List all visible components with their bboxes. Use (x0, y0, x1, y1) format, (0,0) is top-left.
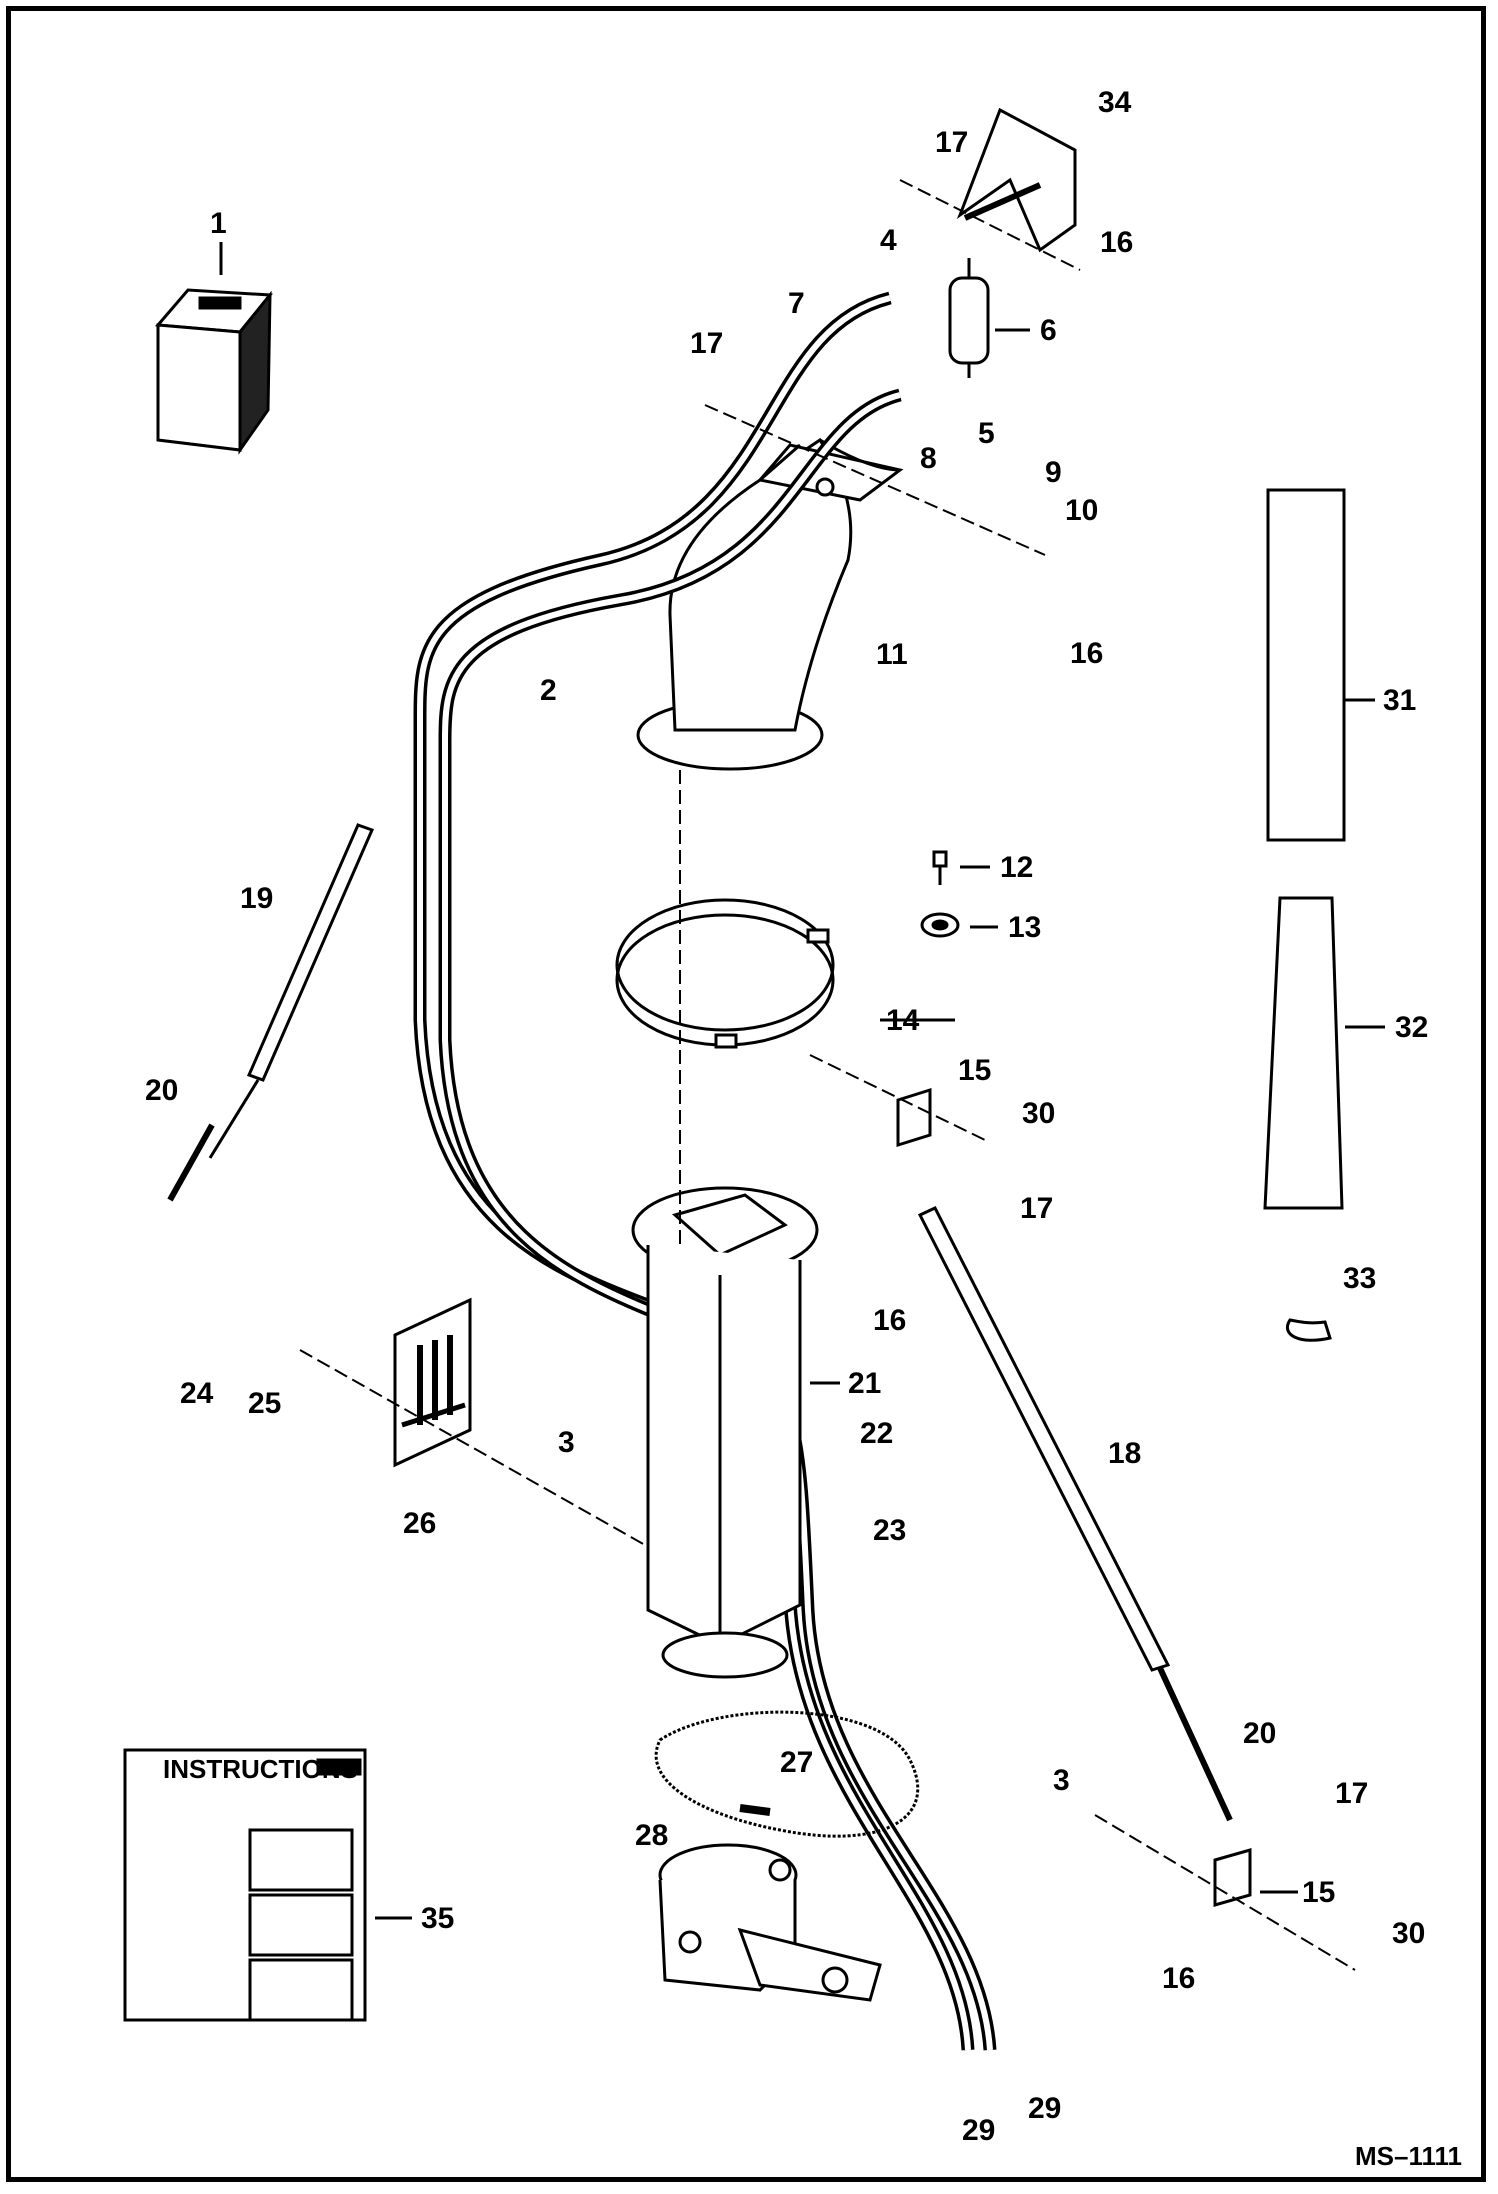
callout-33: 33 (1343, 1262, 1376, 1295)
callout-17: 17 (1020, 1192, 1053, 1225)
callout-3: 3 (1053, 1764, 1070, 1797)
part-27-spring-assembly (654, 1710, 920, 1838)
callout-3: 3 (558, 1426, 575, 1459)
callout-9: 9 (1045, 456, 1062, 489)
callout-18: 18 (1108, 1437, 1141, 1470)
callout-23: 23 (873, 1514, 906, 1547)
callout-16: 16 (1100, 226, 1133, 259)
hydraulic-hoses (413, 291, 997, 2051)
callout-34: 34 (1098, 86, 1132, 119)
diagram-border (6, 6, 1486, 2182)
callout-17: 17 (935, 126, 968, 159)
part-13-roller (920, 912, 960, 938)
callout-29: 29 (962, 2114, 995, 2147)
part-18-cylinder (917, 1206, 1233, 1822)
callout-16: 16 (873, 1304, 906, 1337)
callout-31: 31 (1383, 684, 1416, 717)
callout-25: 25 (248, 1387, 281, 1420)
part-35-instruction-sheet (123, 1748, 367, 2022)
callout-21: 21 (848, 1367, 881, 1400)
part-31-shield (1266, 488, 1346, 842)
callout-5: 5 (978, 417, 995, 450)
part-32-shield (1263, 896, 1344, 1210)
part-6-cylinder (948, 258, 990, 378)
part-26-control-panel (393, 1297, 472, 1468)
part-19-cylinder (167, 823, 375, 1202)
callout-17: 17 (690, 327, 723, 360)
callout-27: 27 (780, 1746, 813, 1779)
callout-26: 26 (403, 1507, 436, 1540)
part-34-deflector-bracket (956, 107, 1077, 253)
callout-32: 32 (1395, 1011, 1428, 1044)
callout-16: 16 (1162, 1962, 1195, 1995)
callout-20: 20 (145, 1074, 178, 1107)
part-14-chute-ring (615, 898, 835, 1049)
callout-8: 8 (920, 442, 937, 475)
scraper-base (658, 1843, 882, 2002)
part-33-clip (1286, 1318, 1332, 1342)
assembly-centerlines (299, 179, 1356, 1971)
part-1-decal-box (154, 288, 274, 455)
callout-20: 20 (1243, 1717, 1276, 1750)
callout-19: 19 (240, 882, 273, 915)
callout-16: 16 (1070, 637, 1103, 670)
callout-11: 11 (876, 638, 908, 671)
callout-28: 28 (635, 1819, 668, 1852)
callouts: 1 2 3 3 4 5 6 7 8 9 10 11 12 13 14 15 15… (145, 86, 1428, 2147)
callout-1: 1 (210, 207, 227, 240)
callout-7: 7 (788, 287, 805, 320)
part-15-bracket-upper (896, 1087, 932, 1148)
callout-29: 29 (1028, 2092, 1061, 2125)
callout-13: 13 (1008, 911, 1041, 944)
callout-6: 6 (1040, 314, 1057, 347)
drawing-id: MS–1111 (1355, 2141, 1462, 2171)
callout-22: 22 (860, 1417, 893, 1450)
callout-17: 17 (1335, 1777, 1368, 1810)
callout-4: 4 (880, 224, 897, 257)
callout-12: 12 (1000, 851, 1033, 884)
part-21-lower-chute (631, 1186, 819, 1679)
leader-lines (219, 242, 1385, 1920)
callout-35: 35 (421, 1902, 454, 1935)
callout-30: 30 (1392, 1917, 1425, 1950)
callout-15: 15 (958, 1054, 991, 1087)
callout-24: 24 (180, 1377, 214, 1410)
part-15-bracket-lower (1213, 1848, 1252, 1907)
part-12-bolt (932, 850, 948, 885)
callout-15: 15 (1302, 1876, 1335, 1909)
callout-2: 2 (540, 674, 557, 707)
callout-30: 30 (1022, 1097, 1055, 1130)
part-11-upper-chute (636, 437, 904, 771)
callout-10: 10 (1065, 494, 1098, 527)
instruction-sheet-heading: INSTRUCTIONS (163, 1754, 358, 1784)
